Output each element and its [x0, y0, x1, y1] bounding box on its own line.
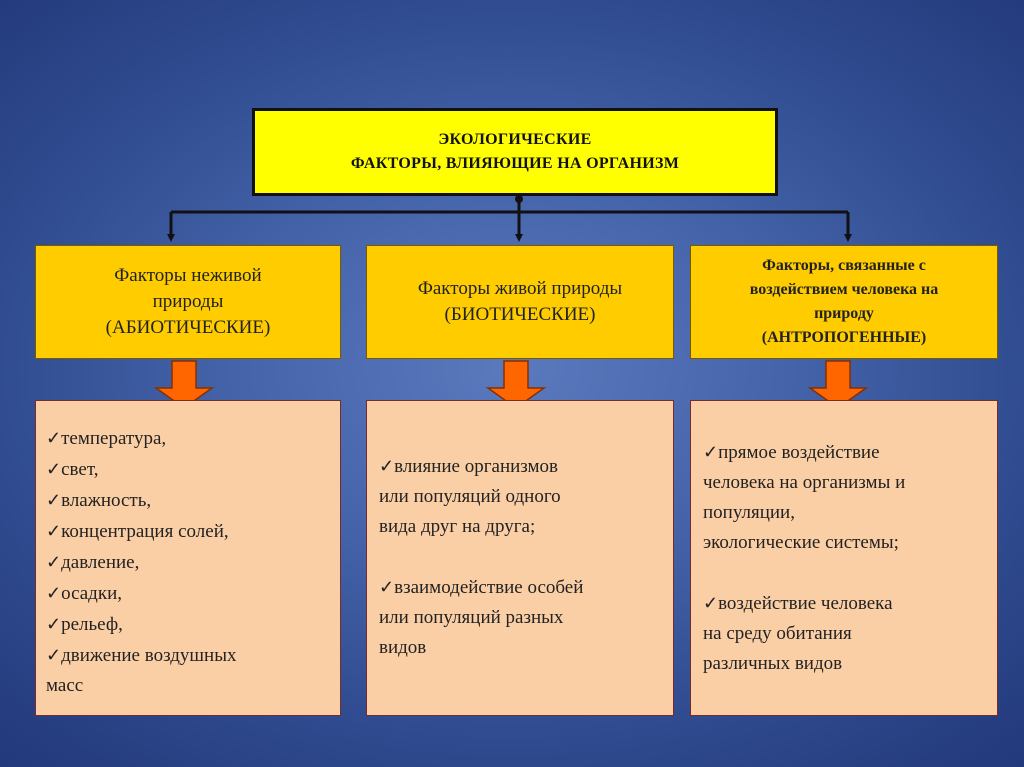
list-item: ✓свет, — [46, 459, 99, 480]
list-item-continuation: экологические системы; — [703, 532, 899, 553]
check-icon: ✓ — [379, 577, 395, 597]
list-item-continuation: или популяций разных — [379, 607, 564, 628]
list-item: ✓влажность, — [46, 490, 152, 511]
biotic-list: ✓влияние организмов или популяций одного… — [366, 400, 674, 716]
abiotic-list: ✓температура, ✓свет, ✓влажность, ✓концен… — [35, 400, 341, 716]
list-item-continuation: масс — [46, 675, 84, 696]
anthropogenic-header-line: природу — [814, 305, 874, 322]
biotic-header-line: Факторы живой природы — [417, 278, 623, 299]
list-item-continuation: вида друг на друга; — [379, 516, 536, 537]
check-icon: ✓ — [46, 521, 62, 541]
list-item: ✓влияние организмов — [379, 456, 559, 477]
diagram-title-box: ЭКОЛОГИЧЕСКИЕ ФАКТОРЫ, ВЛИЯЮЩИЕ НА ОРГАН… — [252, 108, 778, 196]
check-icon: ✓ — [703, 442, 719, 462]
list-item: ✓концентрация солей, — [46, 521, 229, 542]
list-spacer — [703, 558, 987, 588]
block-arrow-3 — [807, 360, 869, 409]
check-icon: ✓ — [46, 645, 62, 665]
list-item: ✓воздействие человека — [703, 593, 893, 614]
biotic-header: Факторы живой природы (БИОТИЧЕСКИЕ) — [366, 245, 674, 359]
check-icon: ✓ — [46, 459, 62, 479]
check-icon: ✓ — [46, 614, 62, 634]
title-line-1: ЭКОЛОГИЧЕСКИЕ — [438, 131, 592, 148]
abiotic-header-line: (АБИОТИЧЕСКИЕ) — [105, 317, 271, 338]
anthropogenic-header: Факторы, связанные с воздействием челове… — [690, 245, 998, 359]
list-item-continuation: или популяций одного — [379, 486, 561, 507]
list-item: ✓осадки, — [46, 583, 122, 604]
check-icon: ✓ — [46, 428, 62, 448]
abiotic-header-line: Факторы неживой — [114, 265, 262, 286]
list-item: ✓движение воздушных — [46, 645, 237, 666]
list-item: ✓прямое воздействие — [703, 442, 880, 463]
anthropogenic-header-line: воздействием человека на — [749, 281, 939, 298]
anthropogenic-header-line: Факторы, связанные с — [762, 257, 926, 274]
list-spacer — [379, 542, 663, 572]
biotic-header-line: (БИОТИЧЕСКИЕ) — [444, 304, 596, 325]
check-icon: ✓ — [379, 456, 395, 476]
title-line-2: ФАКТОРЫ, ВЛИЯЮЩИЕ НА ОРГАНИЗМ — [350, 155, 680, 172]
list-item-continuation: популяции, — [703, 502, 795, 523]
list-item-continuation: на среду обитания — [703, 623, 852, 644]
list-item-continuation: человека на организмы и — [703, 472, 906, 493]
list-item: ✓рельеф, — [46, 614, 123, 635]
list-item-continuation: видов — [379, 637, 427, 658]
list-item: ✓температура, — [46, 428, 167, 449]
list-item: ✓взаимодействие особей — [379, 577, 584, 598]
abiotic-header: Факторы неживой природы (АБИОТИЧЕСКИЕ) — [35, 245, 341, 359]
check-icon: ✓ — [703, 593, 719, 613]
block-arrow-2 — [485, 360, 547, 409]
list-item: ✓давление, — [46, 552, 140, 573]
abiotic-header-line: природы — [152, 291, 224, 312]
check-icon: ✓ — [46, 490, 62, 510]
anthropogenic-list: ✓прямое воздействие человека на организм… — [690, 400, 998, 716]
list-item-continuation: различных видов — [703, 653, 843, 674]
anthropogenic-header-line: (АНТРОПОГЕННЫЕ) — [761, 329, 927, 346]
junction-dot — [515, 195, 523, 203]
check-icon: ✓ — [46, 583, 62, 603]
block-arrow-1 — [153, 360, 215, 409]
check-icon: ✓ — [46, 552, 62, 572]
